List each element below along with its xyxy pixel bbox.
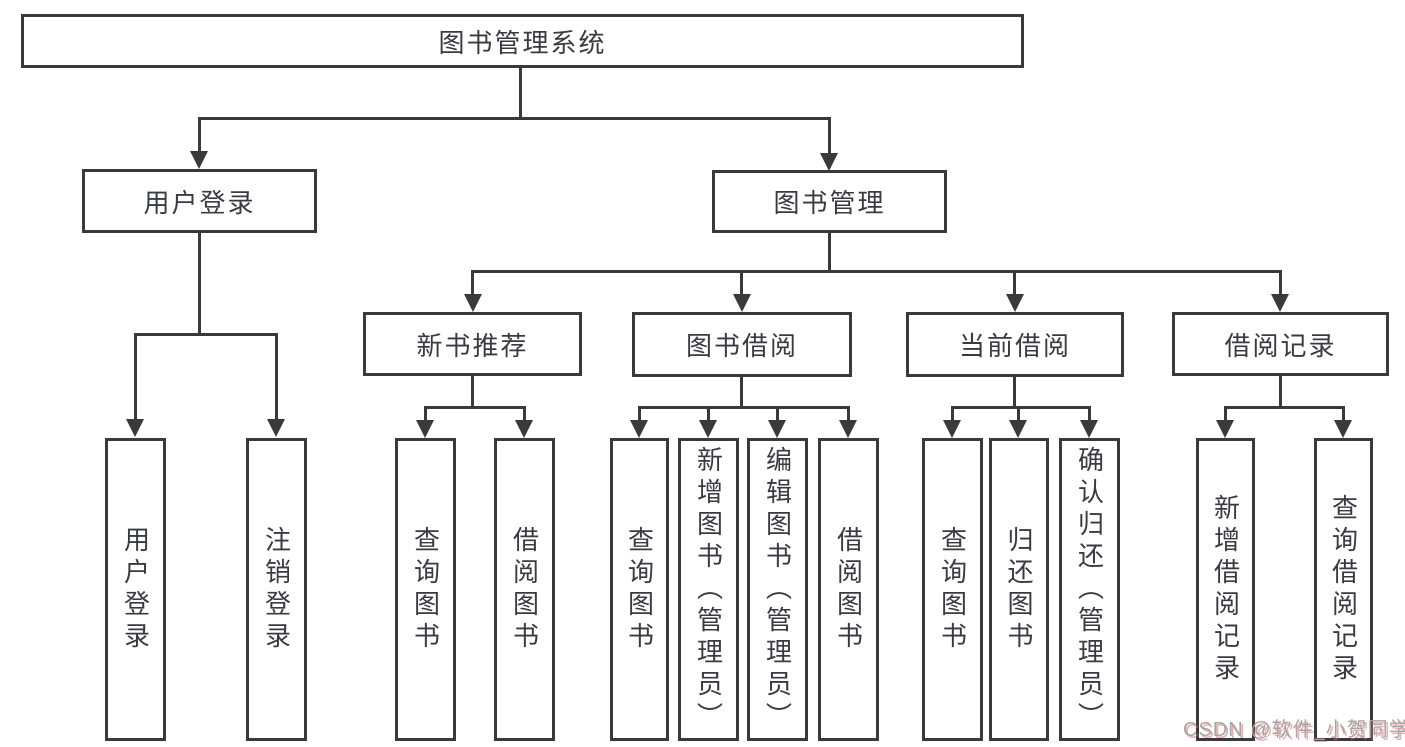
arrowhead-nb-borrow (515, 420, 533, 438)
leaf-user-login-label: 用户登录 (120, 525, 151, 654)
arrowhead-bb-query (630, 420, 648, 438)
connector-drop-bb-borrow (847, 406, 850, 421)
arrowhead-user-login (190, 151, 208, 169)
connector-book-mgmt-stub (828, 233, 831, 273)
arrowhead-borrow-record (1271, 294, 1289, 312)
leaf-cb-confirm-return-label: 确认归还（管理员） (1074, 445, 1105, 734)
connector-book-borrow-rail (638, 406, 850, 409)
arrowhead-bb-edit (768, 420, 786, 438)
arrowhead-cb-confirm (1080, 420, 1098, 438)
connector-drop-cb-query (951, 406, 954, 421)
leaf-cb-return-book-label: 归还图书 (1004, 525, 1034, 654)
arrowhead-nb-query (416, 420, 434, 438)
csdn-watermark: CSDN @软件_小贺同学 (1183, 719, 1405, 741)
leaf-br-add-record-label: 新增借阅记录 (1210, 493, 1241, 686)
leaf-nb-borrow-book: 借阅图书 (494, 438, 555, 741)
node-root-label: 图书管理系统 (438, 27, 607, 58)
leaf-user-login: 用户登录 (105, 438, 166, 741)
leaf-bb-add-book: 新增图书（管理员） (678, 438, 739, 741)
connector-drop-br-add (1224, 406, 1227, 421)
leaf-bb-borrow-book-label: 借阅图书 (833, 525, 864, 654)
node-borrow-record-label: 借阅记录 (1224, 330, 1337, 361)
leaf-cb-confirm-return: 确认归还（管理员） (1059, 438, 1120, 741)
connector-current-borrow-rail (951, 406, 1091, 409)
leaf-bb-edit-book: 编辑图书（管理员） (747, 438, 808, 741)
leaf-logout: 注销登录 (246, 438, 307, 741)
connector-user-login-rail (134, 333, 278, 336)
leaf-cb-return-book: 归还图书 (989, 438, 1049, 741)
arrowhead-cb-query (943, 420, 961, 438)
leaf-bb-query-book-label: 查询图书 (624, 525, 655, 654)
leaf-logout-label: 注销登录 (261, 525, 292, 654)
node-book-borrow-label: 图书借阅 (685, 331, 798, 361)
leaf-br-query-record: 查询借阅记录 (1314, 438, 1373, 741)
connector-drop-cb-confirm (1088, 406, 1091, 421)
connector-drop-book-borrow (740, 270, 743, 296)
arrowhead-current-borrow (1006, 294, 1024, 312)
leaf-br-query-record-label: 查询借阅记录 (1328, 493, 1359, 686)
arrowhead-bb-add (699, 420, 717, 438)
leaf-nb-query-book-label: 查询图书 (410, 525, 441, 654)
connector-drop-user-login (198, 117, 201, 152)
node-borrow-record: 借阅记录 (1172, 312, 1389, 376)
arrowhead-br-add (1216, 420, 1234, 438)
arrowhead-leaf-logout (267, 419, 285, 437)
leaf-nb-query-book: 查询图书 (395, 438, 456, 741)
connector-drop-cb-return (1017, 406, 1020, 421)
node-root: 图书管理系统 (21, 14, 1024, 68)
leaf-bb-query-book: 查询图书 (610, 438, 669, 741)
leaf-nb-borrow-book-label: 借阅图书 (509, 525, 540, 654)
node-new-book-rec-label: 新书推荐 (416, 330, 529, 361)
connector-drop-book-mgmt (828, 117, 831, 154)
arrowhead-book-mgmt (820, 153, 838, 171)
connector-drop-new-book-rec (471, 270, 474, 296)
connector-l3-rail (471, 270, 1282, 273)
node-current-borrow: 当前借阅 (906, 312, 1124, 377)
arrowhead-new-book-rec (464, 294, 482, 312)
arrowhead-cb-return (1009, 420, 1027, 438)
node-book-mgmt-label: 图书管理 (773, 188, 886, 218)
connector-drop-leaf-logout (275, 333, 278, 420)
leaf-bb-borrow-book: 借阅图书 (818, 438, 879, 741)
arrowhead-leaf-user-login (126, 419, 144, 437)
node-book-borrow: 图书借阅 (632, 312, 852, 377)
node-book-mgmt: 图书管理 (712, 170, 947, 233)
arrowhead-bb-borrow (839, 420, 857, 438)
connector-drop-bb-add (707, 406, 710, 421)
connector-drop-nb-query (424, 406, 427, 421)
connector-new-book-rail (424, 406, 526, 409)
leaf-br-add-record: 新增借阅记录 (1196, 438, 1255, 741)
connector-new-book-stub (471, 376, 474, 408)
connector-drop-nb-borrow (523, 406, 526, 421)
connector-user-login-stub (198, 233, 201, 336)
connector-drop-bb-edit (776, 406, 779, 421)
leaf-cb-query-book-label: 查询图书 (937, 525, 968, 654)
node-current-borrow-label: 当前借阅 (958, 331, 1071, 361)
node-user-login-label: 用户登录 (143, 187, 256, 218)
leaf-bb-edit-book-label: 编辑图书（管理员） (762, 445, 793, 734)
leaf-bb-add-book-label: 新增图书（管理员） (693, 445, 724, 734)
connector-drop-leaf-user-login (134, 333, 137, 420)
connector-root-stub (519, 68, 522, 118)
connector-borrow-record-stub (1279, 376, 1282, 408)
arrowhead-br-query (1334, 420, 1352, 438)
connector-l2-rail (198, 117, 831, 120)
node-new-book-rec: 新书推荐 (363, 312, 582, 376)
connector-book-borrow-stub (740, 377, 743, 408)
connector-borrow-record-rail (1224, 406, 1345, 409)
connector-drop-bb-query (638, 406, 641, 421)
connector-current-borrow-stub (1013, 377, 1016, 408)
connector-drop-current-borrow (1013, 270, 1016, 296)
node-user-login: 用户登录 (82, 169, 317, 233)
leaf-cb-query-book: 查询图书 (922, 438, 983, 741)
connector-drop-borrow-record (1279, 270, 1282, 296)
arrowhead-book-borrow (733, 294, 751, 312)
connector-drop-br-query (1342, 406, 1345, 421)
